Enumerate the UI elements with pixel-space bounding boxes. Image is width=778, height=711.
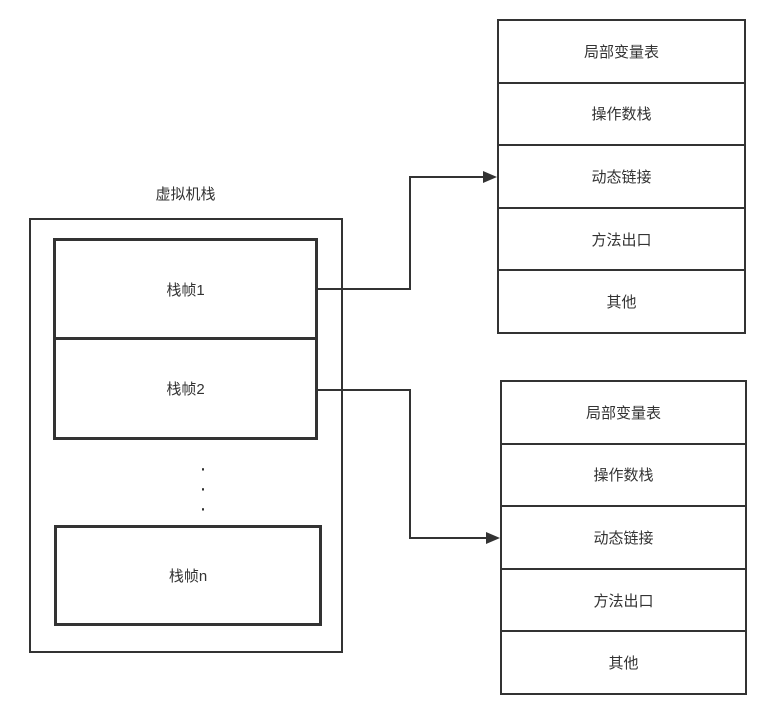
stack-frame-2-label: 栈帧2 xyxy=(166,381,205,398)
detail-cell-local-variable-table: 局部变量表 xyxy=(502,382,745,445)
detail-cell-label: 局部变量表 xyxy=(585,404,661,422)
ellipsis-dot: · xyxy=(199,477,207,500)
detail-cell-method-exit: 方法出口 xyxy=(499,208,744,272)
detail-cell-other: 其他 xyxy=(499,271,744,332)
detail-cell-operand-stack: 操作数栈 xyxy=(502,444,745,508)
detail-cell-label: 其他 xyxy=(608,655,639,673)
ellipsis-dot: · xyxy=(199,457,207,480)
stack-frame-n-label: 栈帧n xyxy=(168,568,208,585)
frame-detail-table-top: 局部变量表 操作数栈 动态链接 方法出口 其他 xyxy=(497,19,746,334)
stack-frame-1: 栈帧1 xyxy=(53,238,318,340)
detail-cell-label: 方法出口 xyxy=(593,592,654,610)
detail-cell-label: 局部变量表 xyxy=(583,43,659,61)
ellipsis-dot: · xyxy=(199,497,207,520)
stack-frame-2: 栈帧2 xyxy=(53,337,318,440)
detail-cell-dynamic-linking: 动态链接 xyxy=(502,507,745,570)
detail-cell-label: 其他 xyxy=(606,294,637,312)
arrow-frame2-to-detail xyxy=(318,389,500,544)
detail-cell-dynamic-linking: 动态链接 xyxy=(499,146,744,209)
detail-cell-operand-stack: 操作数栈 xyxy=(499,83,744,147)
stack-frame-1-label: 栈帧1 xyxy=(166,281,205,299)
detail-cell-label: 操作数栈 xyxy=(591,106,652,124)
detail-cell-label: 方法出口 xyxy=(591,231,652,249)
detail-cell-other: 其他 xyxy=(502,632,745,693)
detail-cell-method-exit: 方法出口 xyxy=(502,569,745,633)
detail-cell-label: 操作数栈 xyxy=(593,467,654,485)
vm-stack-title: 虚拟机栈 xyxy=(155,186,216,203)
detail-cell-label: 动态链接 xyxy=(593,529,654,547)
ellipsis-dots: · · · xyxy=(196,457,210,520)
stack-frame-n: 栈帧n xyxy=(54,525,322,626)
detail-cell-local-variable-table: 局部变量表 xyxy=(499,21,744,84)
detail-cell-label: 动态链接 xyxy=(591,168,652,186)
frame-detail-table-bottom: 局部变量表 操作数栈 动态链接 方法出口 其他 xyxy=(500,380,747,695)
